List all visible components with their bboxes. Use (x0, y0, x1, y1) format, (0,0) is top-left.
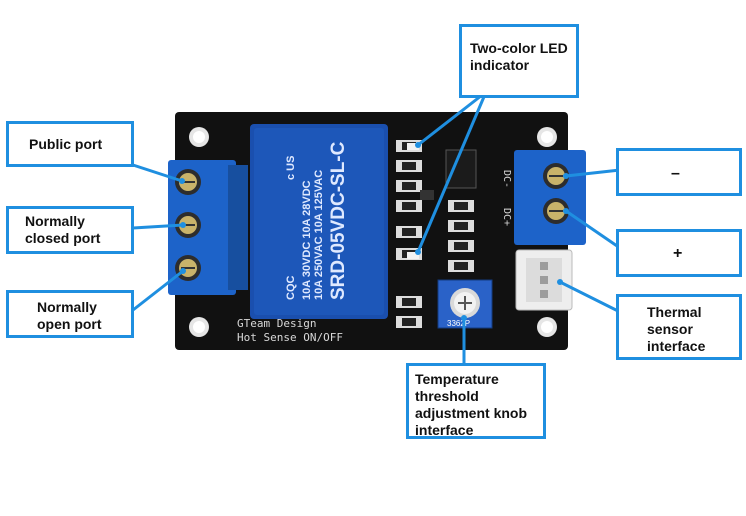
callout-thermal-sensor: Thermal sensor interface (616, 294, 742, 360)
pot-marking: 3362P (447, 319, 470, 328)
label-public-port: Public port (29, 136, 103, 152)
callout-minus: – (616, 148, 742, 196)
label-normally-closed-port: Normally closed port (25, 213, 101, 246)
callout-normally-open-port: Normally open port (6, 290, 134, 338)
label-minus: – (671, 165, 680, 182)
relay-ul-mark: c US (285, 156, 297, 180)
relay-model: SRD-05VDC-SL-C (328, 141, 349, 300)
label-two-color-led: Two-color LED indicator (470, 40, 568, 73)
smd-components (396, 140, 477, 328)
relay-rating-1: 10A 250VAC 10A 125VAC (313, 170, 325, 300)
label-normally-open-port: Normally open port (37, 299, 102, 332)
silk-product: Hot Sense ON/OFF (237, 331, 343, 344)
callout-plus: + (616, 229, 742, 277)
relay: SRD-05VDC-SL-C 10A 250VAC 10A 125VAC 10A… (250, 124, 388, 319)
label-temp-knob: Temperature threshold adjustment knob in… (415, 371, 528, 438)
callout-normally-closed-port: Normally closed port (6, 206, 134, 254)
label-plus: + (673, 245, 683, 262)
callout-temp-knob: Temperature threshold adjustment knob in… (406, 363, 546, 439)
callout-two-color-led: Two-color LED indicator (459, 24, 579, 98)
relay-cert: CQC (285, 276, 297, 301)
left-terminal-block (168, 160, 248, 295)
relay-rating-2: 10A 30VDC 10A 28VDC (301, 180, 313, 300)
potentiometer: 3362P (437, 279, 493, 329)
silk-brand: GTeam Design (237, 317, 316, 330)
label-thermal-sensor: Thermal sensor interface (647, 304, 706, 354)
arrow-heads (179, 142, 569, 321)
callout-public-port: Public port (6, 121, 134, 167)
dc-terminal-block (514, 150, 586, 245)
thermal-sensor-connector (515, 249, 573, 311)
led-top (407, 143, 419, 150)
silk-dc-plus: DC+ (501, 208, 512, 226)
silk-dc-minus: DC- (501, 170, 512, 188)
led-bottom (407, 252, 419, 259)
callout-arrows (132, 90, 621, 366)
